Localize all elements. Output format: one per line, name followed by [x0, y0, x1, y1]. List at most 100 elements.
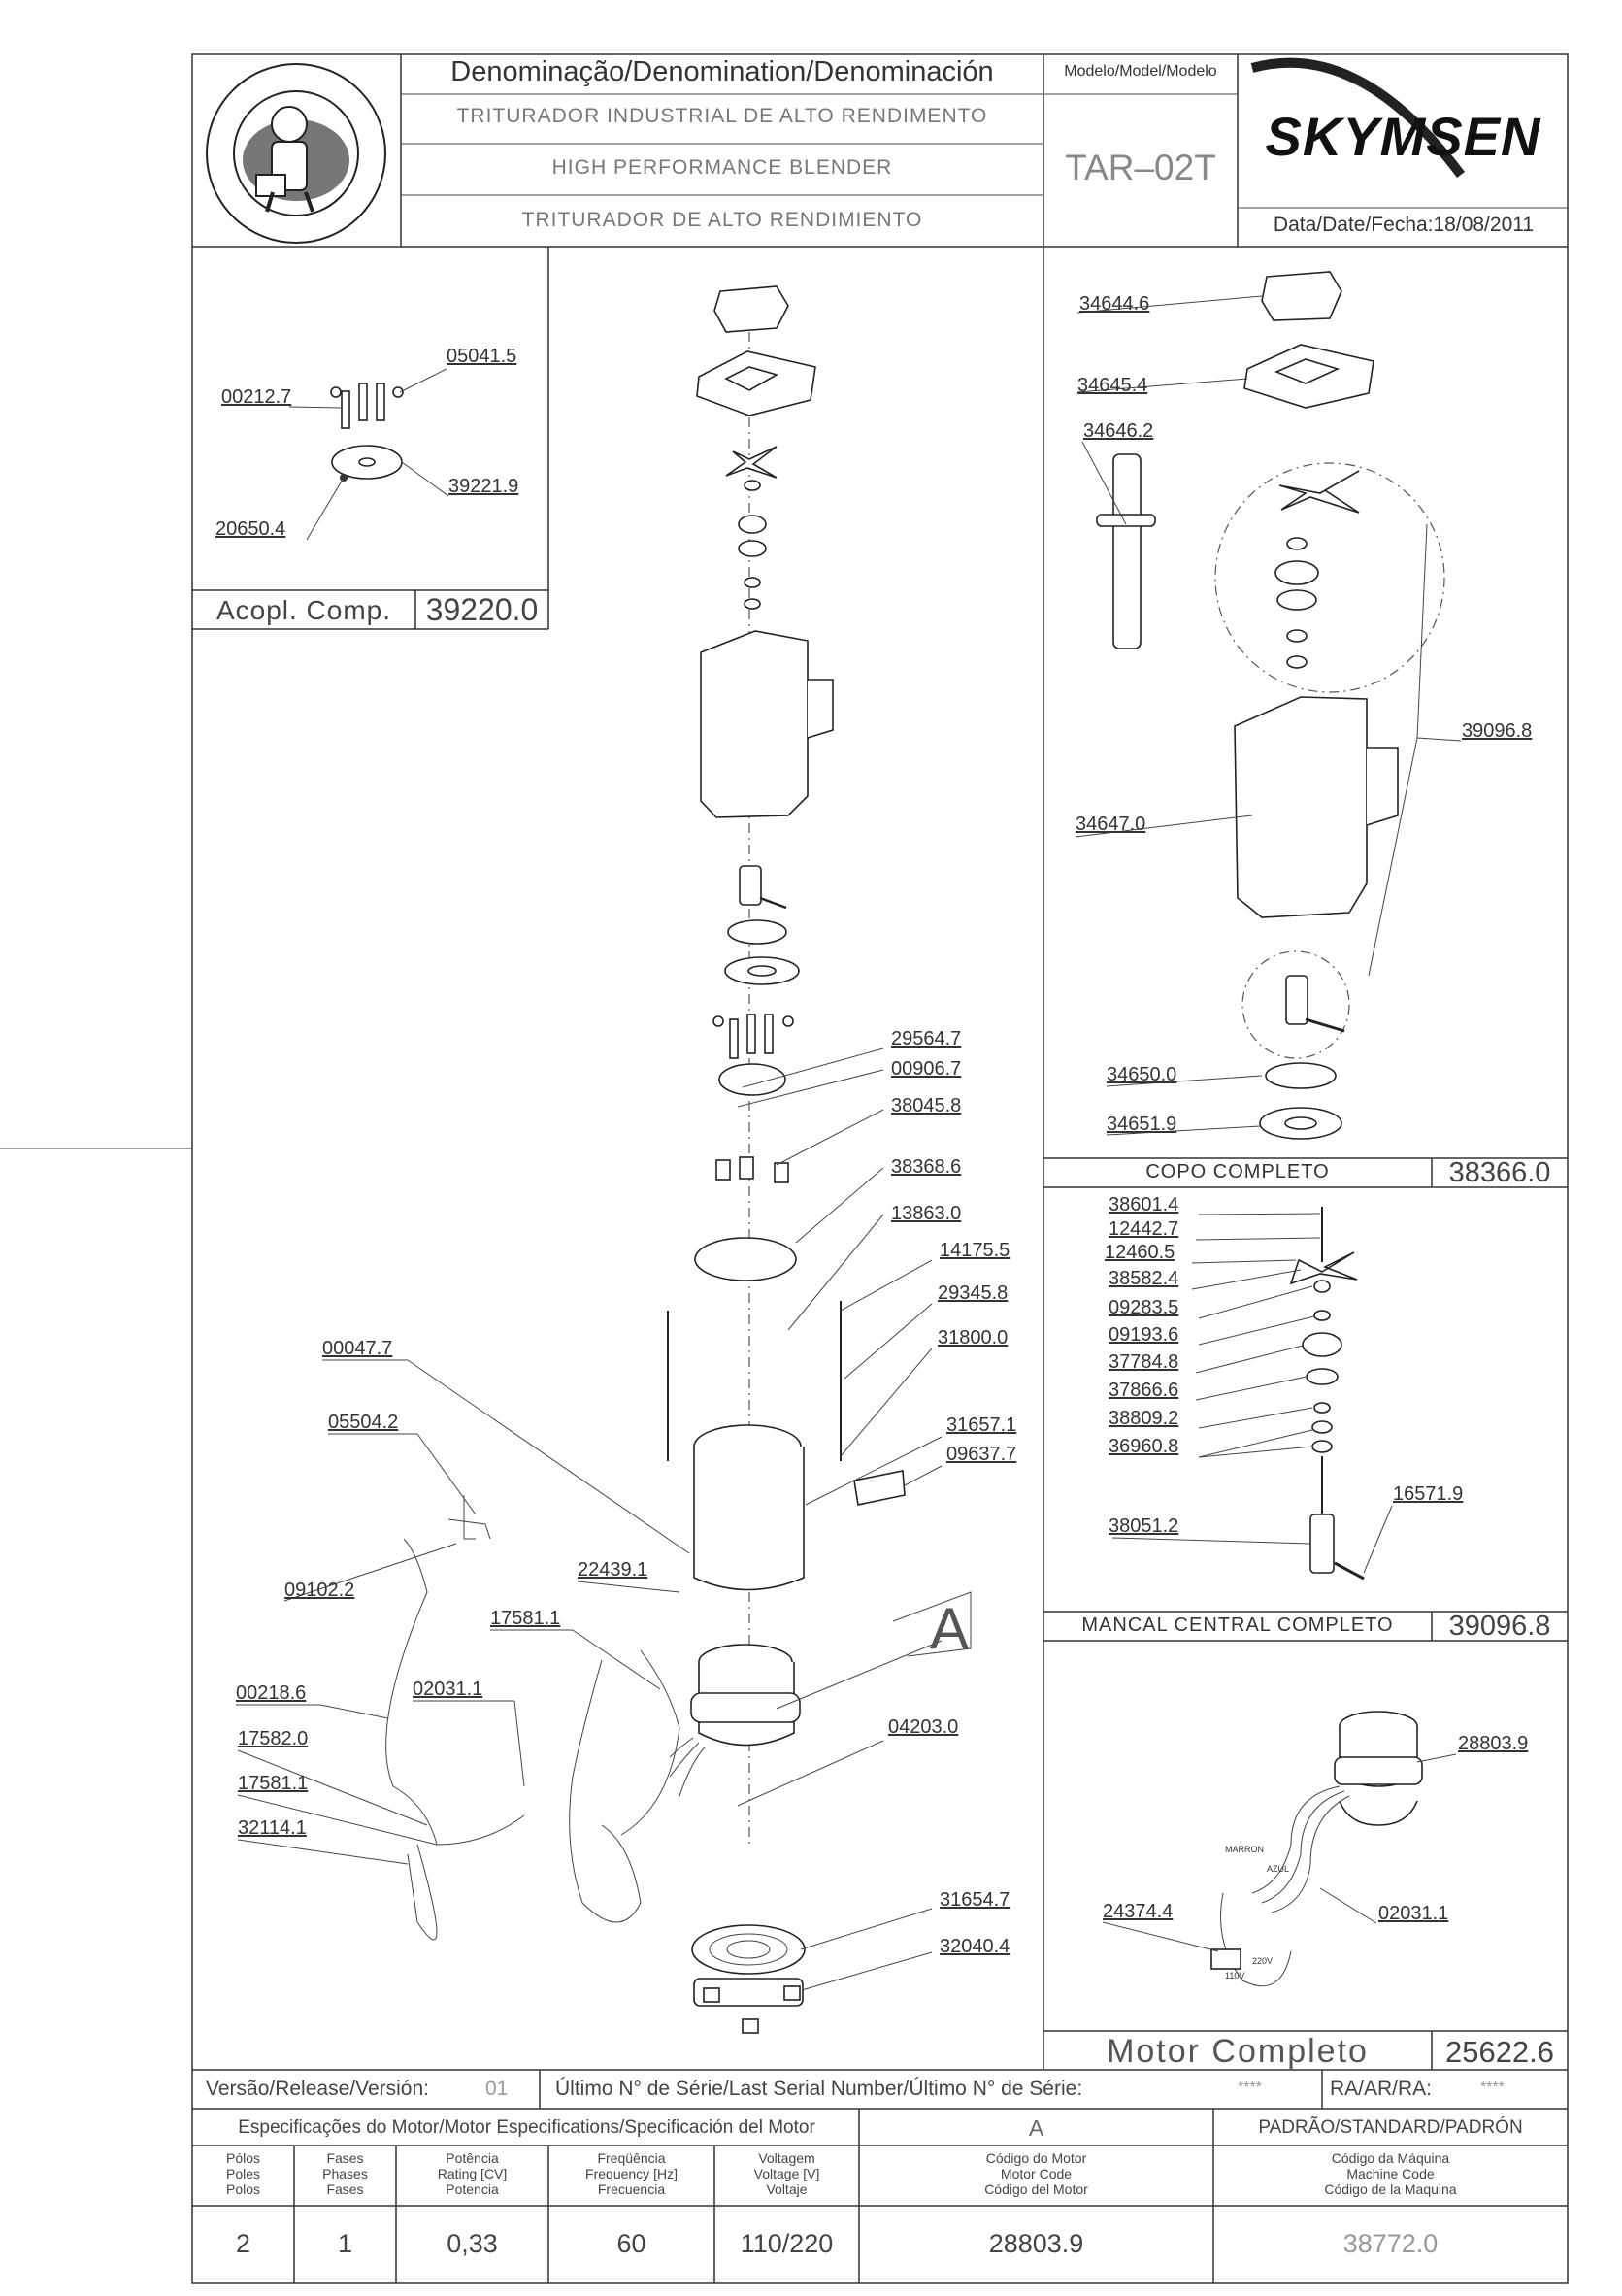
authorized-service-seal — [206, 63, 386, 244]
ra-label: RA/AR/RA: — [1330, 2078, 1433, 2100]
wire-label-marron: MARRON — [1225, 1845, 1264, 1854]
denomination-title: Denominação/Denomination/Denominación — [450, 56, 994, 87]
product-name-en: HIGH PERFORMANCE BLENDER — [551, 156, 893, 179]
callout-34645.4: 34645.4 — [1077, 375, 1148, 396]
brand-logo — [1250, 57, 1465, 179]
callout-34646.2: 34646.2 — [1083, 420, 1154, 442]
version-label: Versão/Release/Versión: — [206, 2078, 429, 2100]
specs-standard: PADRÃO/STANDARD/PADRÓN — [1258, 2117, 1523, 2138]
callout-04203.0: 04203.0 — [888, 1716, 959, 1738]
bearing-assembly-drawing — [1289, 1207, 1365, 1581]
product-name-pt: TRITURADOR INDUSTRIAL DE ALTO RENDIMENTO — [456, 105, 988, 127]
coupling-code: 39220.0 — [425, 592, 539, 627]
callout-17581.1-bottom: 17581.1 — [238, 1773, 309, 1794]
cup-assembly-drawing — [1096, 271, 1445, 1140]
date-label: Data/Date/Fecha:18/08/2011 — [1273, 214, 1535, 236]
callout-31800.0: 31800.0 — [938, 1327, 1009, 1348]
version-value: 01 — [485, 2078, 509, 2100]
callout-34650.0: 34650.0 — [1107, 1064, 1177, 1085]
specs-title: Especificações do Motor/Motor Especifica… — [238, 2117, 815, 2138]
callout-09637.7: 09637.7 — [946, 1444, 1017, 1465]
motor-label: Motor Completo — [1107, 2033, 1369, 2070]
callout-34644.6: 34644.6 — [1079, 293, 1150, 315]
callout-29564.7: 29564.7 — [891, 1028, 962, 1049]
wire-label-110v: 110V — [1225, 1971, 1245, 1980]
wire-label-220v: 220V — [1252, 1956, 1274, 1966]
spec-value-rating: 0,33 — [447, 2229, 498, 2258]
callout-38809.2: 38809.2 — [1109, 1408, 1179, 1429]
coupling-drawing — [330, 383, 404, 482]
callout-00047.7: 00047.7 — [322, 1338, 393, 1359]
callout-38582.4: 38582.4 — [1109, 1268, 1179, 1289]
model-value: TAR–02T — [1065, 148, 1216, 187]
callout-39221.9: 39221.9 — [448, 476, 519, 497]
callout-12460.5: 12460.5 — [1105, 1242, 1175, 1263]
callout-34647.0: 34647.0 — [1076, 814, 1146, 835]
callout-34651.9: 34651.9 — [1107, 1114, 1177, 1135]
callout-38045.8: 38045.8 — [891, 1095, 962, 1116]
callout-22439.1: 22439.1 — [578, 1559, 648, 1581]
spec-value-voltage: 110/220 — [740, 2229, 834, 2258]
callout-17582.0: 17582.0 — [238, 1728, 309, 1749]
spec-value-machine-code: 38772.0 — [1342, 2229, 1439, 2258]
coupling-label: Acopl. Comp. — [215, 595, 392, 625]
bearing-label: MANCAL CENTRAL COMPLETO — [1081, 1614, 1394, 1636]
callout-02031.1: 02031.1 — [413, 1679, 483, 1700]
motor-code: 25622.6 — [1444, 2035, 1555, 2069]
cup-code: 38366.0 — [1448, 1157, 1551, 1188]
callout-14175.5: 14175.5 — [940, 1240, 1010, 1261]
spec-value-poles: 2 — [235, 2229, 251, 2258]
callout-29345.8: 29345.8 — [938, 1282, 1009, 1304]
callout-36960.8: 36960.8 — [1109, 1436, 1179, 1457]
product-name-es: TRITURADOR DE ALTO RENDIMIENTO — [521, 209, 923, 231]
callout-32114.1: 32114.1 — [238, 1817, 307, 1839]
callout-32040.4: 32040.4 — [940, 1936, 1010, 1957]
spec-value-frequency: 60 — [616, 2229, 646, 2258]
callout-39096.8: 39096.8 — [1462, 720, 1533, 742]
callout-05041.5: 05041.5 — [447, 346, 517, 367]
callout-00218.6: 00218.6 — [236, 1682, 307, 1704]
ra-value: **** — [1480, 2080, 1505, 2096]
callout-17581.1-top: 17581.1 — [490, 1608, 561, 1629]
bearing-code: 39096.8 — [1448, 1611, 1551, 1642]
callout-37866.6: 37866.6 — [1109, 1380, 1179, 1401]
specs-detail: A — [1028, 2115, 1044, 2141]
sheet-border — [191, 53, 1569, 2284]
callout-00906.7: 00906.7 — [891, 1058, 962, 1080]
main-exploded-view — [385, 285, 972, 2034]
callout-20650.4: 20650.4 — [215, 518, 286, 540]
callout-38601.4: 38601.4 — [1109, 1194, 1179, 1215]
model-title: Modelo/Model/Modelo — [1064, 63, 1217, 80]
callout-09283.5: 09283.5 — [1109, 1297, 1179, 1318]
serial-label: Último N° de Série/Last Serial Number/Úl… — [555, 2078, 1083, 2100]
callout-09193.6: 09193.6 — [1109, 1324, 1179, 1346]
callout-38368.6: 38368.6 — [891, 1156, 962, 1178]
callout-37784.8: 37784.8 — [1109, 1351, 1179, 1373]
wire-label-azul: AZUL — [1267, 1864, 1290, 1874]
callout-28803.9: 28803.9 — [1458, 1733, 1529, 1754]
callout-31654.7: 31654.7 — [940, 1889, 1010, 1911]
callout-38051.2: 38051.2 — [1109, 1515, 1179, 1537]
motor-complete-drawing — [1210, 1711, 1423, 1987]
spec-value-motor-code: 28803.9 — [988, 2229, 1084, 2258]
cup-label: COPO COMPLETO — [1145, 1161, 1330, 1182]
callout-00212.7: 00212.7 — [221, 386, 292, 408]
callout-12442.7: 12442.7 — [1109, 1218, 1179, 1240]
brand-name: SKYMSEN — [1265, 106, 1541, 167]
callout-31657.1: 31657.1 — [946, 1414, 1017, 1436]
callout-09102.2: 09102.2 — [284, 1580, 355, 1601]
callout-02031.1-motor: 02031.1 — [1378, 1903, 1449, 1924]
detail-letter-a: A — [930, 1596, 970, 1661]
spec-value-phases: 1 — [337, 2229, 353, 2258]
serial-value: **** — [1238, 2080, 1262, 2096]
callout-16571.9: 16571.9 — [1393, 1483, 1464, 1505]
callout-24374.4: 24374.4 — [1103, 1901, 1174, 1922]
